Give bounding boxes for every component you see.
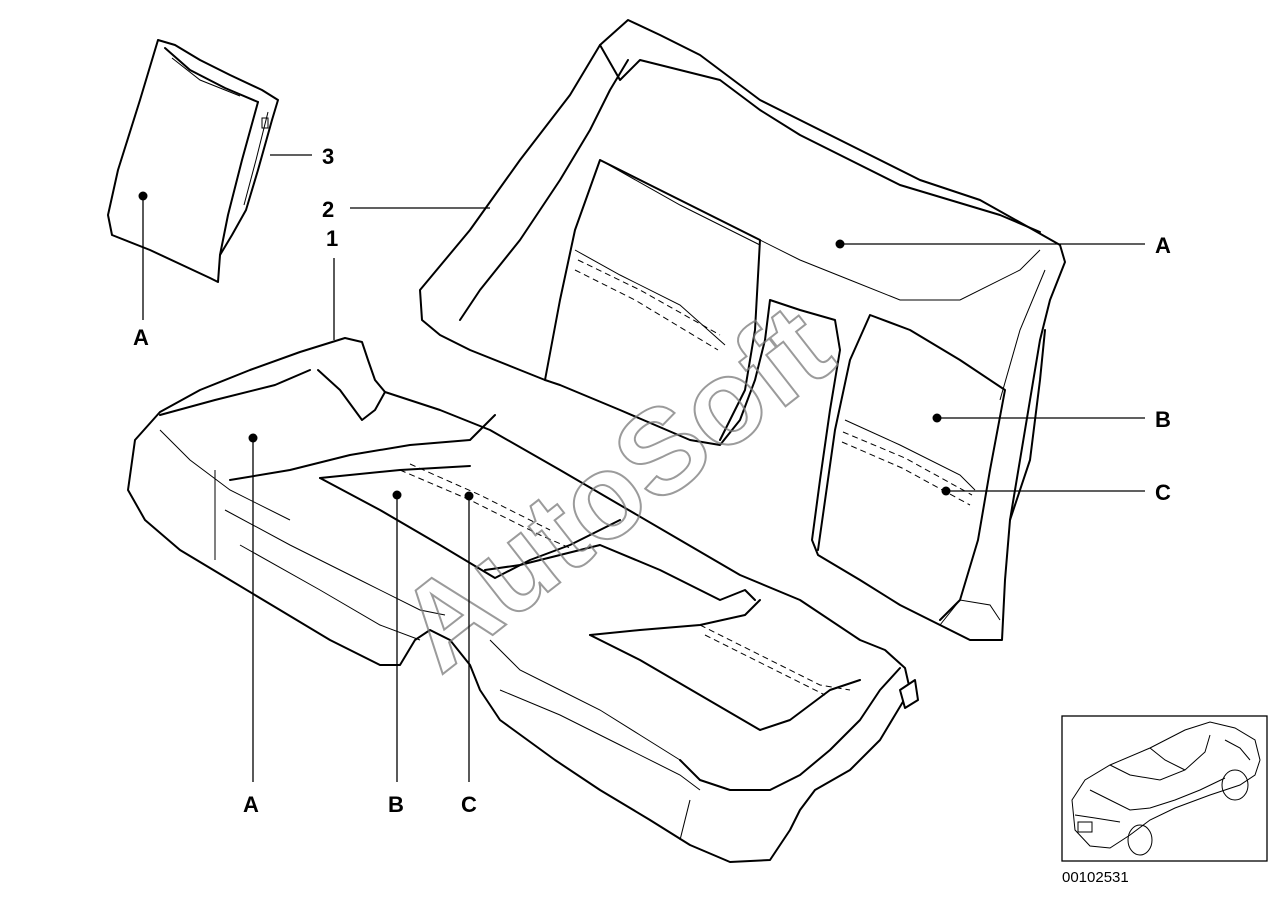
car-icon bbox=[1071, 721, 1261, 856]
callout-2-label: 2 bbox=[322, 197, 334, 222]
callout-3: 3 bbox=[270, 144, 334, 169]
side-section-part-drawing bbox=[107, 39, 279, 283]
material-b-seat: B bbox=[388, 490, 404, 817]
backrest-part-drawing bbox=[419, 19, 1066, 641]
seat-cushion-part-drawing bbox=[127, 337, 919, 863]
callout-1-label: 1 bbox=[326, 226, 338, 251]
material-label-a: A bbox=[133, 325, 149, 350]
vehicle-thumbnail-frame bbox=[1061, 715, 1268, 862]
material-a-backrest: A bbox=[835, 233, 1171, 258]
vehicle-thumbnail bbox=[1061, 715, 1268, 862]
material-label-c: C bbox=[461, 792, 477, 817]
callout-3-label: 3 bbox=[322, 144, 334, 169]
callout-2: 2 bbox=[322, 197, 490, 222]
material-label-a: A bbox=[1155, 233, 1171, 258]
material-a-side-section: A bbox=[133, 191, 149, 350]
callout-1: 1 bbox=[326, 226, 338, 340]
material-c-backrest: C bbox=[941, 480, 1171, 505]
material-label-b: B bbox=[388, 792, 404, 817]
document-id: 00102531 bbox=[1062, 869, 1129, 886]
material-label-a: A bbox=[243, 792, 259, 817]
material-a-seat: A bbox=[243, 433, 259, 817]
material-b-backrest: B bbox=[932, 407, 1171, 432]
material-c-seat: C bbox=[461, 491, 477, 817]
material-label-b: B bbox=[1155, 407, 1171, 432]
material-label-c: C bbox=[1155, 480, 1171, 505]
